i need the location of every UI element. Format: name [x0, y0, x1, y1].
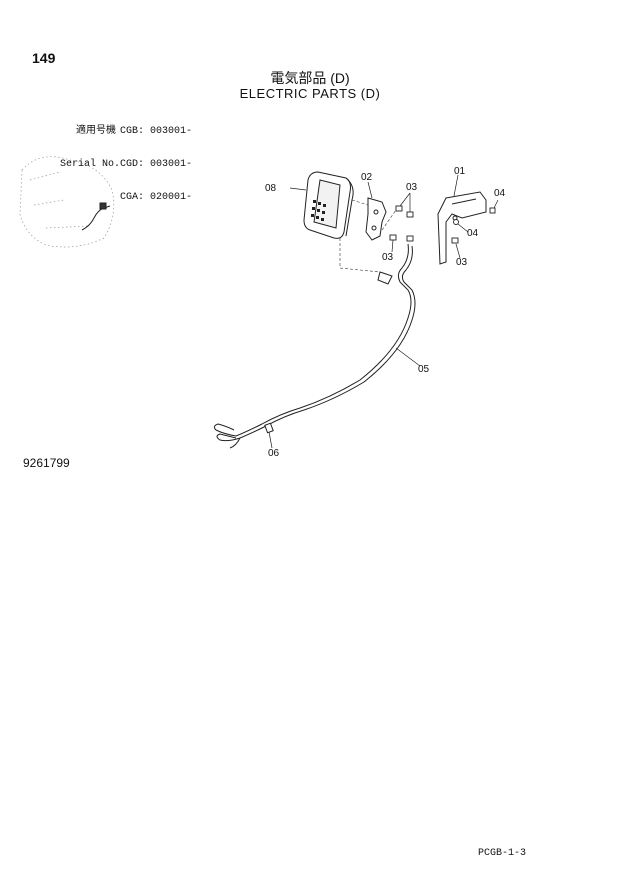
leader-line: [289, 187, 307, 191]
bolt-pair: [389, 205, 414, 242]
harness-clamp: [264, 422, 274, 434]
callout-03: 03: [406, 182, 418, 193]
bolt: [451, 237, 459, 244]
leader-line: [455, 243, 461, 259]
screw-washer: [453, 207, 496, 225]
serial-number-block: 適用号機 CGB: 003001- Serial No. CGD: 003001…: [60, 104, 192, 214]
serial-row: Serial No. CGD: 003001-: [60, 159, 192, 170]
leader-line: [391, 239, 394, 253]
serial-range: 003001-: [150, 126, 193, 137]
serial-row: 適用号機 CGB: 003001-: [60, 126, 192, 137]
leader-line: [493, 199, 499, 209]
machine-locator-harness: [81, 202, 111, 231]
monitor-bracket: [365, 197, 387, 241]
serial-model: CGB:: [120, 126, 145, 137]
machine-locator-sketch: [19, 156, 115, 248]
page-title-japanese: 電気部品 (D): [270, 70, 350, 86]
callout-05: 05: [418, 364, 430, 375]
serial-range: 020001-: [150, 192, 193, 203]
serial-label-japanese: 適用号機: [76, 126, 116, 137]
leader-line: [453, 174, 459, 197]
callout-01: 01: [454, 166, 466, 177]
leader-line: [395, 347, 421, 367]
leader-line: [367, 181, 373, 199]
serial-model: CGA:: [120, 192, 145, 203]
callout-08: 08: [265, 183, 277, 194]
support-bracket: [437, 191, 487, 265]
callout-03: 03: [456, 257, 468, 268]
serial-label-english: Serial No.: [60, 159, 121, 170]
page-number: 149: [32, 50, 56, 66]
callout-06: 06: [268, 448, 280, 459]
monitor-unit: [303, 171, 354, 239]
callout-04: 04: [494, 188, 506, 199]
leader-line: [457, 223, 469, 233]
leader-line: [268, 431, 273, 449]
serial-range: 003001-: [150, 159, 193, 170]
document-code: 9261799: [23, 456, 70, 470]
callout-04: 04: [467, 228, 479, 239]
wiring-harness: [213, 243, 416, 449]
serial-row: CGA: 020001-: [60, 192, 192, 203]
leader-line: [399, 192, 411, 207]
serial-model: CGD:: [120, 159, 145, 170]
alignment-lines: [339, 199, 397, 273]
page-title-english: ELECTRIC PARTS (D): [239, 86, 381, 101]
callout-02: 02: [361, 172, 373, 183]
catalog-reference: PCGB-1-3: [478, 848, 527, 859]
callout-03: 03: [382, 252, 394, 263]
